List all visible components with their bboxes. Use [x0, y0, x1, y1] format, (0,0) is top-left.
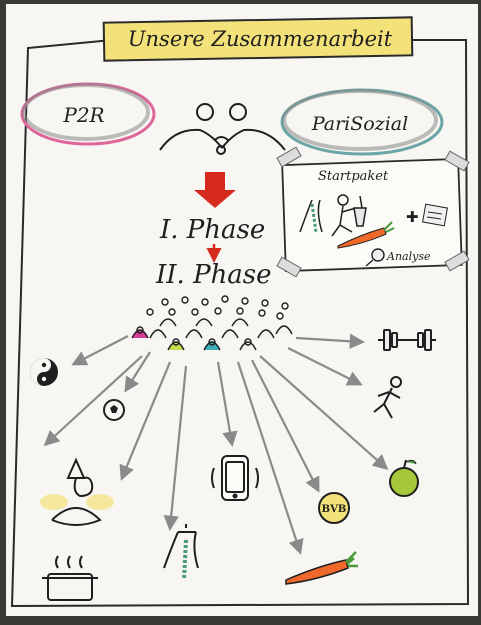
startpaket-analyse-label: Analyse [386, 250, 431, 263]
exercise-person-icon [331, 194, 357, 237]
yoga-icon [40, 457, 114, 526]
bvb-label: BVB [322, 504, 347, 515]
carrot-icon [337, 221, 395, 249]
plus-icon: ✚ [406, 208, 419, 226]
partner-parisozial-label: PariSozial [311, 113, 408, 135]
cooking-pot-icon [42, 555, 98, 601]
drink-icon [353, 195, 367, 227]
partner-p2r-label: P2R [62, 103, 104, 127]
title-banner: Unsere Zusammenarbeit [102, 16, 414, 62]
partner-p2r: P2R [20, 82, 156, 146]
yin-yang-icon [30, 358, 58, 386]
back-spine-icon [163, 524, 199, 581]
startpaket-title: Startpaket [318, 169, 389, 184]
smartphone-icon [211, 455, 259, 501]
phase-2-label: II. Phase [155, 260, 272, 290]
phase-1-label: I. Phase [159, 215, 265, 245]
magnifier-icon [365, 248, 385, 267]
carrot-large-icon [285, 551, 358, 585]
frame-outline [10, 39, 470, 608]
runner-icon [373, 376, 402, 419]
activity-arrows [43, 333, 389, 555]
bvb-badge-icon: BVB [318, 492, 350, 524]
handshake-icon [159, 103, 286, 155]
phase-arrow-icon [194, 172, 236, 263]
apple-icon [389, 459, 419, 497]
startpaket-card: Startpaket ✚ Analyse [276, 146, 470, 278]
soccer-ball-icon [103, 399, 125, 421]
spine-icon [299, 199, 323, 233]
page-title: Unsere Zusammenarbeit [128, 27, 393, 51]
dumbbell-icon [378, 329, 436, 351]
crowd-icon [131, 295, 293, 351]
partner-parisozial: PariSozial [280, 88, 444, 156]
checklist-icon [422, 203, 448, 227]
